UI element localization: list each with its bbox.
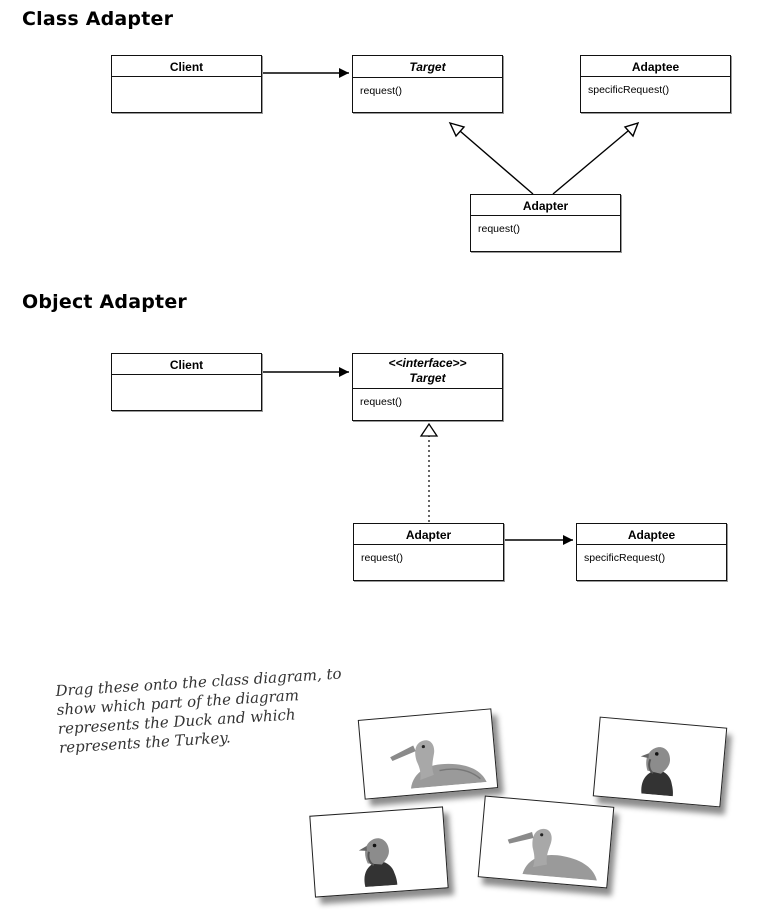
adapter-extends-adaptee [552,130,629,195]
class-name: Client [112,354,261,375]
duck-icon [365,715,491,793]
class-name: Adaptee [577,524,726,545]
class-target[interactable]: Target request() [352,55,503,113]
duck-card-2[interactable] [477,795,615,889]
object-adapter[interactable]: Adapter request() [353,523,504,581]
inheritance-arrowhead-adaptee [623,121,640,138]
class-header: Target [353,56,502,78]
class-name: Adapter [354,524,503,545]
class-name: Target [409,60,446,74]
class-adapter[interactable]: Adapter request() [470,194,621,252]
stereotype-label: <<interface>> [388,356,467,370]
inheritance-arrowhead-target [448,121,466,138]
class-header: <<interface>> Target [353,354,502,389]
turkey-icon [600,724,720,800]
class-client[interactable]: Client [111,55,262,113]
object-adaptee[interactable]: Adaptee specificRequest() [576,523,727,581]
class-adaptee[interactable]: Adaptee specificRequest() [580,55,731,113]
class-method: request() [360,396,403,408]
class-method: request() [361,552,404,564]
class-methods [112,375,261,389]
turkey-card-2[interactable] [309,806,449,898]
class-methods [112,77,261,91]
class-name: Adaptee [581,56,730,77]
class-name: Target [409,371,446,385]
duck-icon [485,803,607,881]
class-name: Client [112,56,261,77]
object-client[interactable]: Client [111,353,262,411]
class-method: specificRequest() [588,84,670,96]
duck-card-1[interactable] [357,708,499,800]
class-name: Adapter [471,195,620,216]
turkey-icon [316,813,442,891]
class-method: request() [360,85,403,97]
realization-arrowhead [419,422,439,437]
adapter-extends-target [459,130,534,195]
object-adapter-title: Object Adapter [22,291,187,313]
turkey-card-1[interactable] [592,716,728,808]
object-target-interface[interactable]: <<interface>> Target request() [352,353,503,421]
class-adapter-title: Class Adapter [22,8,174,30]
class-method: specificRequest() [584,552,666,564]
class-method: request() [478,223,521,235]
